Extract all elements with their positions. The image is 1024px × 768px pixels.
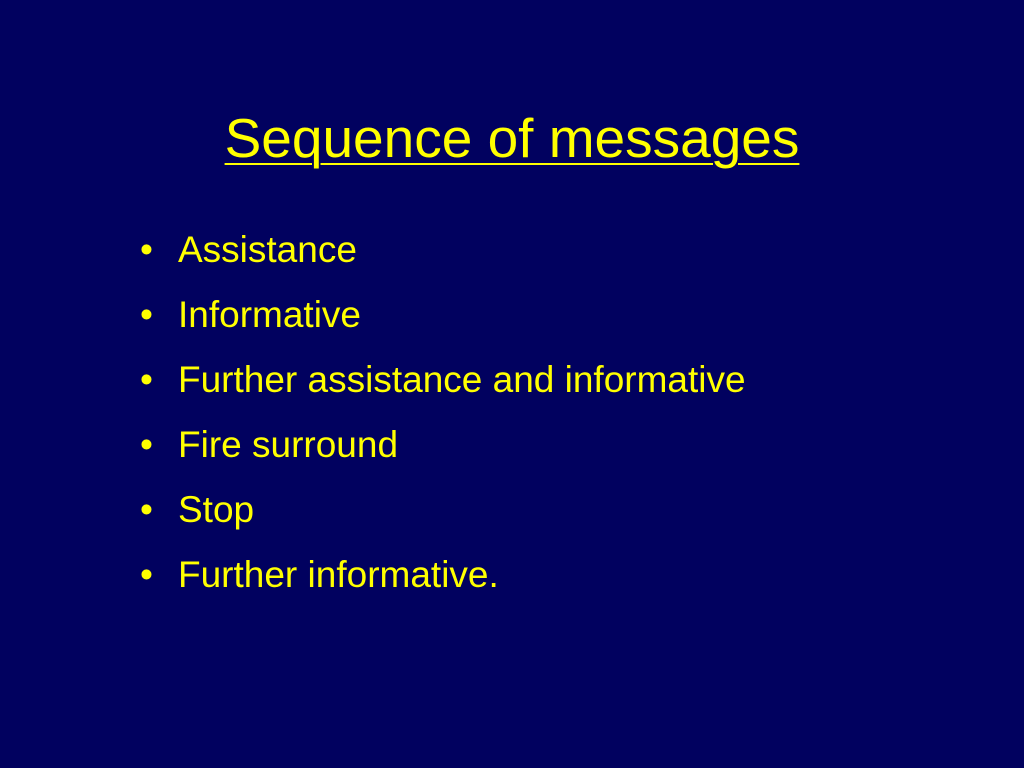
- bullet-text: Assistance: [178, 229, 357, 270]
- bullet-text: Fire surround: [178, 424, 399, 465]
- bullet-icon: •: [140, 489, 153, 530]
- bullet-icon: •: [140, 294, 153, 335]
- bullet-icon: •: [140, 229, 153, 270]
- bullet-text: Informative: [178, 294, 362, 335]
- bullet-text: Further informative.: [178, 554, 499, 595]
- slide-title: Sequence of messages: [224, 107, 800, 169]
- bullet-text: Further assistance and informative: [178, 359, 746, 400]
- bullet-icon: •: [140, 554, 153, 595]
- bullet-icon: •: [140, 359, 153, 400]
- bullet-icon: •: [140, 424, 153, 465]
- bullet-text: Stop: [178, 489, 255, 530]
